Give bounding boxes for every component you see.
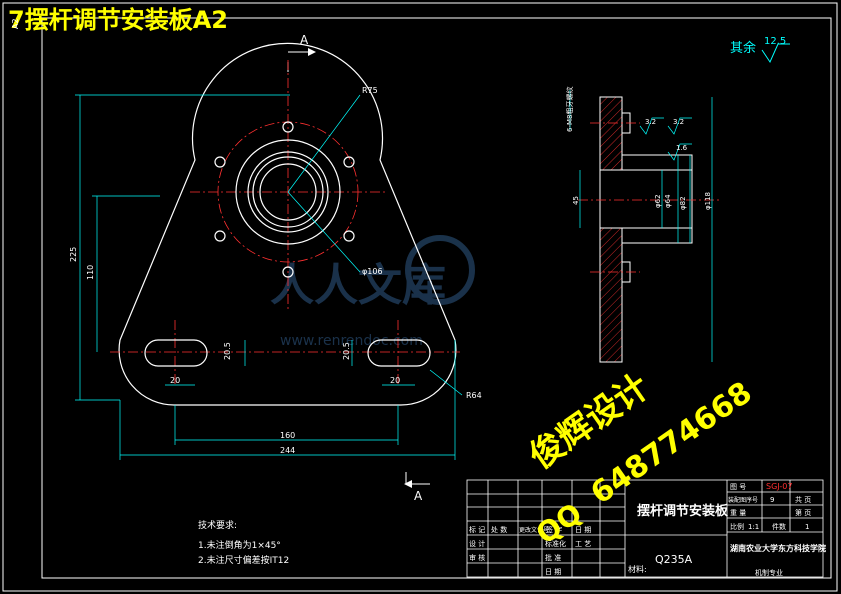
section-view: 6-M8粗牙螺纹 45 φ62 φ64 φ82 φ118 3.2 3.2 1.6 xyxy=(565,87,720,363)
title-block-text: 摆杆调节安装板 材料: Q235A 图 号 SGJ-07 装配图序号 9 共 页… xyxy=(469,482,826,577)
rough-b: 3.2 xyxy=(673,118,684,126)
roughness-note: 其余 12.5 xyxy=(730,36,790,64)
dim-20b: 20 xyxy=(390,376,400,385)
tb-process-label: 工 艺 xyxy=(575,540,591,548)
roughness-label: 其余 xyxy=(730,40,756,56)
dim-d106: φ106 xyxy=(362,267,383,276)
tb-design-label: 设 计 xyxy=(469,539,485,548)
tb-weight-label: 重 量 xyxy=(730,509,746,517)
dim-244: 244 xyxy=(280,446,295,455)
corner-label: A2 xyxy=(11,18,20,29)
tb-scale: 1:1 xyxy=(748,523,759,531)
dim-160: 160 xyxy=(280,431,295,440)
roughness-value: 12.5 xyxy=(764,36,786,47)
notes-line2: 2.未注尺寸偏差按IT12 xyxy=(198,554,289,566)
tb-check-label: 审 核 xyxy=(469,553,485,562)
dim-h110: 110 xyxy=(86,265,95,280)
tb-material-label: 材料: xyxy=(628,564,647,574)
tb-part-name: 摆杆调节安装板 xyxy=(637,503,729,519)
tb-count: 1 xyxy=(805,523,809,531)
dim-r64: R64 xyxy=(466,391,482,400)
tb-assy-label: 装配图序号 xyxy=(728,496,758,504)
slots xyxy=(144,339,431,367)
rough-c: 1.6 xyxy=(676,144,688,152)
notes-heading: 技术要求: xyxy=(198,519,237,531)
dim-20a: 20 xyxy=(170,376,180,385)
watermark-brand: 人人文库 xyxy=(270,260,446,311)
designer-overlay: 俊辉设计 QQ 648774668 xyxy=(522,367,758,551)
watermark-url: www.renrendoc.com xyxy=(280,333,423,349)
dim-h225: 225 xyxy=(69,247,78,262)
watermark: 人人文库 www.renrendoc.com xyxy=(270,235,475,349)
bolt-holes xyxy=(214,121,355,278)
section-marker-bottom: A xyxy=(404,472,430,503)
notes-line1: 1.未注倒角为1×45° xyxy=(198,539,281,551)
main-plate xyxy=(118,42,457,406)
tb-date-label: 日 期 xyxy=(575,526,591,534)
section-label-top: A xyxy=(300,33,309,47)
dim-side-82: φ82 xyxy=(679,196,687,210)
dim-slot-left: 20.5 xyxy=(223,342,232,360)
tb-change-label: 更改文件号 xyxy=(519,526,549,534)
tb-material: Q235A xyxy=(655,553,693,566)
dim-slot-right: 20.5 xyxy=(342,342,351,360)
dim-side-thread: 6-M8粗牙螺纹 xyxy=(565,87,574,132)
dimension-texts: R75 φ106 225 110 20.5 20.5 20 20 160 244… xyxy=(69,86,482,455)
dim-side-118: φ118 xyxy=(704,192,712,210)
section-marker-top: A xyxy=(287,33,316,72)
tb-drawing-no: SGJ-07 xyxy=(766,482,792,491)
rough-a: 3.2 xyxy=(645,118,656,126)
tb-count-label: 件数 xyxy=(772,522,786,531)
drawing-title: 7摆杆调节安装板A2 xyxy=(8,6,228,34)
tb-class: 机制专业 xyxy=(755,568,783,577)
tb-date2-label: 日 期 xyxy=(545,568,561,576)
dim-r75: R75 xyxy=(362,86,378,95)
tb-qty-label: 共 页 xyxy=(795,495,811,504)
tb-approve-label: 批 准 xyxy=(545,553,561,562)
tb-scale-label: 比例 xyxy=(730,522,744,531)
tb-mark-label: 标 记 xyxy=(469,525,485,534)
inner-frame xyxy=(41,17,832,579)
hub xyxy=(235,139,341,245)
dimension-lines xyxy=(75,94,463,460)
tech-notes: 技术要求: 1.未注倒角为1×45° 2.未注尺寸偏差按IT12 xyxy=(198,519,289,566)
dim-side-45: 45 xyxy=(572,196,580,205)
title-block xyxy=(466,479,824,578)
section-label-bottom: A xyxy=(414,489,423,503)
tb-assy-no: 9 xyxy=(770,496,774,504)
tb-sheet-label: 第 页 xyxy=(795,508,811,517)
tb-sign-label: 签 字 xyxy=(546,525,562,534)
tb-std-label: 标准化 xyxy=(545,539,566,548)
dim-side-62: φ62 xyxy=(654,194,662,208)
tb-drawing-no-label: 图 号 xyxy=(730,483,746,491)
dim-side-64: φ64 xyxy=(664,194,672,208)
tb-school: 湖南农业大学东方科技学院 xyxy=(730,543,826,553)
tb-pcs-label: 处 数 xyxy=(491,525,507,534)
